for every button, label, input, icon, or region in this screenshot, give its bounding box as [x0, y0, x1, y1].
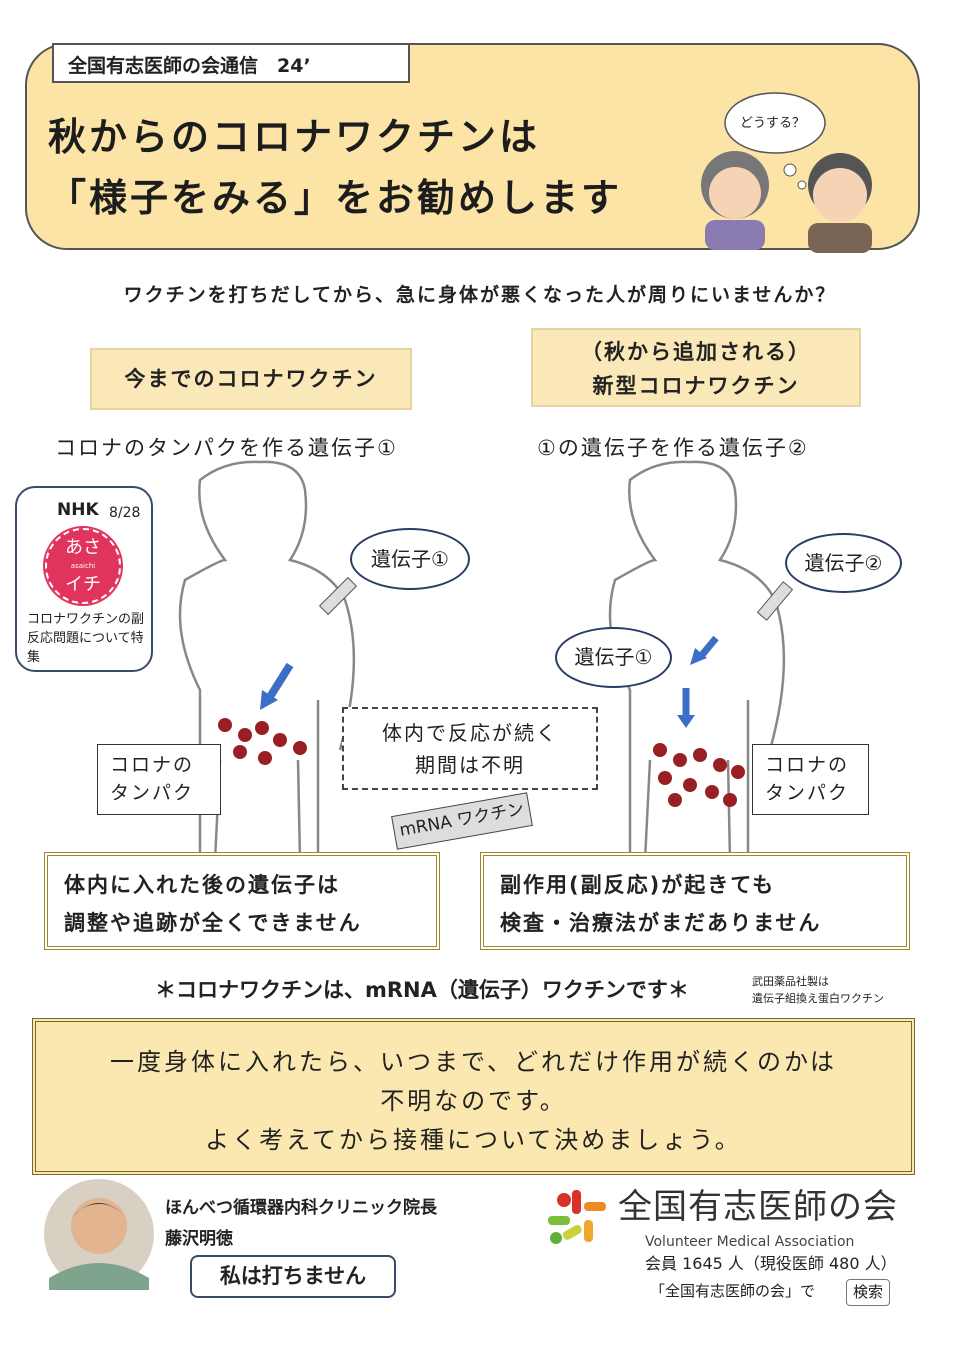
newsletter-tag: 全国有志医師の会通信 24’	[52, 43, 410, 83]
protein-right-line2: タンパク	[765, 782, 850, 804]
nhk-date: 8/28	[109, 505, 141, 521]
doctor-photo	[44, 1179, 154, 1290]
title-line-2: 「様子をみる」をお勧めします	[48, 176, 623, 220]
protein-left-line2: タンパク	[110, 782, 195, 804]
takeda-note: 武田薬品社製は 遺伝子組換え蛋白ワクチン	[752, 973, 884, 1007]
mrna-note: ＊コロナワクチンは、mRNA（遺伝子）ワクチンです＊	[155, 978, 689, 1002]
main-message-box: 一度身体に入れたら、いつまで、どれだけ作用が続くのかは 不明なのです。 よく考え…	[32, 1018, 915, 1175]
arrow-left-icon	[260, 662, 294, 710]
search-button[interactable]: 検索	[846, 1279, 890, 1306]
gene1-bubble-right: 遺伝子①	[555, 627, 672, 688]
label-new-line2: 新型コロナワクチン	[592, 374, 800, 398]
gene1-bubble-left: 遺伝子①	[350, 528, 470, 590]
takeda-note-line1: 武田薬品社製は	[752, 975, 829, 988]
nhk-label: NHK	[57, 500, 99, 520]
question-text: ワクチンを打ちだしてから、急に身体が悪くなった人が周りにいませんか？	[123, 284, 837, 306]
org-members: 会員 1645 人（現役医師 480 人）	[645, 1254, 897, 1273]
caption-right: ①の遺伝子を作る遺伝子②	[537, 436, 809, 460]
duration-note-line2: 期間は不明	[415, 753, 525, 777]
protein-left-line1: コロナの	[110, 754, 195, 776]
protein-label-right: コロナの タンパク	[752, 744, 869, 815]
duration-note-line1: 体内で反応が続く	[382, 721, 558, 745]
takeda-note-line2: 遺伝子組換え蛋白ワクチン	[752, 992, 884, 1005]
label-new-vaccine: （秋から追加される） 新型コロナワクチン	[531, 328, 861, 407]
warning-box-right: 副作用(副反応)が起きても 検査・治療法がまだありません	[480, 852, 910, 950]
arrow-right-icon	[677, 635, 719, 728]
warning-left-line2: 調整や追跡が全くできません	[64, 911, 362, 935]
org-name: 全国有志医師の会	[618, 1187, 898, 1227]
warning-right-line1: 副作用(副反応)が起きても	[500, 873, 776, 897]
org-search-text: 「全国有志医師の会」で	[650, 1282, 816, 1300]
warning-box-left: 体内に入れた後の遺伝子は 調整や追跡が全くできません	[44, 852, 440, 950]
org-english-name: Volunteer Medical Association	[645, 1234, 855, 1250]
asaichi-logo-top: あさ	[65, 537, 101, 558]
nhk-info-card: NHK 8/28 あさ asaichi イチ コロナワクチンの副反応問題について…	[15, 486, 153, 672]
org-logo-icon	[548, 1190, 606, 1244]
message-line2: 不明なのです。	[380, 1087, 567, 1115]
label-new-line1: （秋から追加される）	[581, 340, 811, 364]
doctor-quote-bubble: 私は打ちません	[190, 1255, 396, 1298]
syringe-right-icon	[756, 581, 794, 621]
thought-bubble-text: どうする？	[740, 116, 806, 131]
message-line3: よく考えてから接種について決めましょう。	[205, 1126, 742, 1154]
doctor-name: 藤沢明徳	[165, 1229, 233, 1249]
message-line1: 一度身体に入れたら、いつまで、どれだけ作用が続くのかは	[109, 1048, 838, 1076]
protein-cluster-right	[653, 743, 745, 807]
syringe-left-icon	[318, 576, 358, 616]
duration-unknown-note: 体内で反応が続く 期間は不明	[342, 707, 598, 790]
caption-left: コロナのタンパクを作る遺伝子①	[55, 436, 398, 460]
gene2-bubble-right: 遺伝子②	[785, 533, 902, 593]
asaichi-logo: あさ asaichi イチ	[43, 526, 123, 606]
asaichi-logo-bottom: イチ	[65, 574, 101, 595]
protein-cluster-left	[218, 718, 307, 765]
protein-right-line1: コロナの	[765, 754, 850, 776]
nhk-description: コロナワクチンの副反応問題について特集	[27, 612, 145, 665]
doctor-title: ほんべつ循環器内科クリニック院長	[165, 1198, 437, 1218]
asaichi-logo-mid: asaichi	[70, 562, 96, 570]
warning-left-line1: 体内に入れた後の遺伝子は	[64, 873, 340, 897]
worried-couple-illustration	[701, 92, 872, 253]
warning-right-line2: 検査・治療法がまだありません	[500, 911, 822, 935]
title-line-1: 秋からのコロナワクチンは	[48, 115, 541, 159]
protein-label-left: コロナの タンパク	[97, 744, 221, 815]
label-current-vaccine: 今までのコロナワクチン	[90, 348, 412, 410]
